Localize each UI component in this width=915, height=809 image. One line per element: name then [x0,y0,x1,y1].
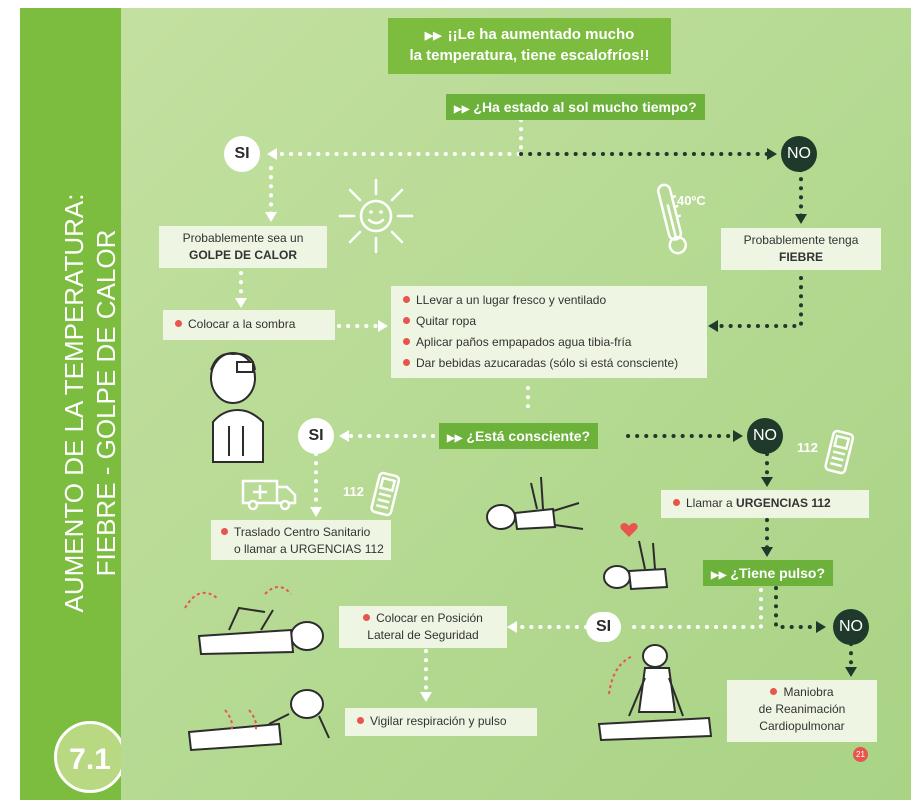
phone-number-label: 112 [343,484,364,499]
question-sun-text: ¿Ha estado al sol mucho tiempo? [473,99,697,115]
box-recovery-line2: Lateral de Seguridad [367,628,479,642]
ambulance-icon [241,479,297,511]
recovery-position-illustration [184,586,324,656]
box-shade-text: Colocar a la sombra [175,317,295,331]
play-arrows-icon: ▶▶ [454,104,470,115]
action-item: Quitar ropa [403,311,707,332]
header-banner: ▶▶ ¡¡Le ha aumentado mucho la temperatura… [388,18,671,74]
box-cpr-line3: Cardiopulmonar [759,719,845,733]
sun-icon [338,178,414,254]
flow-connectors [235,118,857,702]
flowchart-panel: ▶▶ ¡¡Le ha aumentado mucho la temperatura… [121,8,911,800]
answer-no-sun: NO [781,136,817,172]
question-sun: ▶▶¿Ha estado al sol mucho tiempo? [446,94,705,120]
answer-no-conscious: NO [747,418,783,454]
answer-si-pulse: SI [586,612,622,642]
box-recovery: Colocar en Posición Lateral de Seguridad [339,606,507,648]
answer-no-pulse: NO [833,609,869,645]
box-call: Llamar a URGENCIAS 112 [661,490,869,518]
question-pulse: ▶▶¿Tiene pulso? [703,560,834,586]
box-fever: Probablemente tenga FIEBRE [721,228,881,270]
box-transfer-line2: o llamar a URGENCIAS 112 [221,541,391,558]
sidebar-title: AUMENTO DE LA TEMPERATURA: FIEBRE - GOLP… [58,123,122,683]
play-arrows-icon: ▶▶ [447,433,463,444]
person-pulse-illustration [603,540,669,591]
box-cpr-line1: Maniobra [727,684,877,701]
box-fever-line2: FIEBRE [778,250,823,264]
play-arrows-icon: ▶▶ [711,570,727,581]
box-call-emergency: URGENCIAS 112 [736,496,831,510]
sidebar-title-line1: AUMENTO DE LA TEMPERATURA: [59,193,89,613]
action-item: LLevar a un lugar fresco y ventilado [403,290,707,311]
box-recovery-line1: Colocar en Posición [339,610,507,627]
box-cpr: Maniobra de Reanimación Cardiopulmonar [727,680,877,742]
heart-icon [620,523,638,537]
question-pulse-text: ¿Tiene pulso? [730,565,826,581]
action-item: Dar bebidas azucaradas (sólo si está con… [403,353,707,374]
play-arrows-icon: ▶▶ [424,30,442,42]
box-transfer-line2-text: o llamar a URGENCIAS 112 [234,542,384,556]
action-item: Aplicar paños empapados agua tibia-fría [403,332,707,353]
box-transfer-line1: Traslado Centro Sanitario [221,524,391,541]
question-conscious: ▶▶¿Está consciente? [439,423,599,449]
box-transfer: Traslado Centro Sanitario o llamar a URG… [211,520,391,560]
cpr-illustration [597,644,713,742]
sidebar: AUMENTO DE LA TEMPERATURA: FIEBRE - GOLP… [20,8,126,800]
header-line2: la temperatura, tiene escalofríos!! [409,47,650,64]
question-conscious-text: ¿Está consciente? [466,428,591,444]
sidebar-title-line2: FIEBRE - GOLPE DE CALOR [91,229,121,577]
person-hot-illustration [210,352,264,463]
temperature-label: 40ºC [677,193,706,208]
answer-si-sun: SI [224,136,260,172]
box-actions: LLevar a un lugar fresco y ventilado Qui… [391,286,707,378]
box-cpr-line2: de Reanimación [758,702,846,716]
person-lying-illustration [486,476,584,531]
box-heatstroke-line1: Probablemente sea un [182,231,304,245]
header-line1-text: ¡¡Le ha aumentado mucho [447,26,635,43]
answer-si-conscious: SI [298,418,334,454]
page-number-badge: 21 [853,747,868,762]
box-monitor-text: Vigilar respiración y pulso [357,714,507,728]
box-call-prefix: Llamar a [673,496,733,510]
phone-icon [824,429,855,475]
box-monitor: Vigilar respiración y pulso [345,708,537,736]
box-heatstroke: Probablemente sea un GOLPE DE CALOR [159,226,327,268]
header-line1: ▶▶ ¡¡Le ha aumentado mucho [388,25,671,46]
box-shade: Colocar a la sombra [163,310,335,340]
phone-number-label: 112 [797,440,818,455]
section-number-badge: 7.1 [54,721,126,793]
thermometer-icon [656,183,688,255]
breathing-check-illustration [187,689,330,752]
phone-icon [370,471,401,517]
box-heatstroke-line2: GOLPE DE CALOR [188,248,297,262]
box-fever-line1: Probablemente tenga [743,233,859,247]
